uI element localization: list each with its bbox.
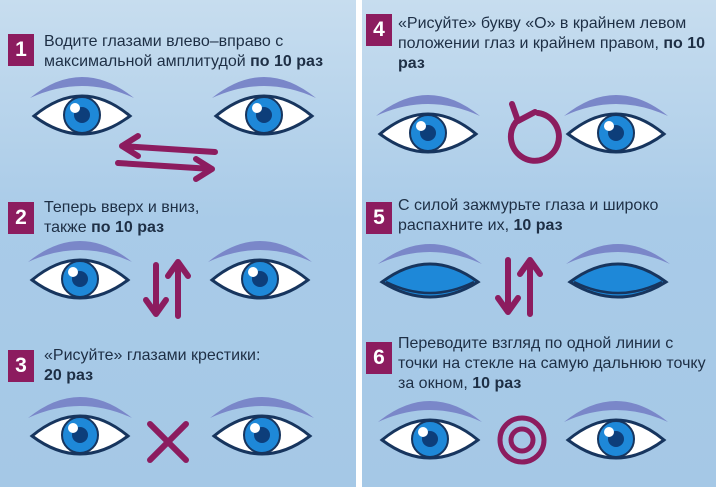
step-number: 2 — [8, 202, 34, 234]
step-text: «Рисуйте» букву «О» в крайнем левом поло… — [398, 14, 708, 74]
step-repetitions: по 10 раз — [91, 219, 165, 236]
step-4-illustration — [374, 93, 670, 164]
step-text: «Рисуйте» глазами крестики: 20 раз — [44, 346, 304, 386]
arrow-up-down-icon — [143, 259, 191, 319]
step-number: 1 — [8, 34, 34, 66]
arrow-up-down-icon — [495, 257, 543, 317]
eye-icon — [206, 239, 314, 300]
eye-icon — [376, 399, 484, 460]
eye-icon — [562, 93, 670, 154]
eye-icon — [374, 93, 482, 154]
step-repetitions: по 10 раз — [398, 35, 706, 72]
eye-icon — [28, 75, 136, 136]
eye-icon — [208, 395, 316, 456]
step-text: Переводите взгляд по одной линии с точки… — [398, 334, 714, 394]
concentric-circles-icon — [497, 415, 547, 465]
step-6: 6 Переводите взгляд по одной линии с точ… — [362, 332, 716, 487]
step-text: Теперь вверх и вниз, также по 10 раз — [44, 198, 244, 238]
step-number: 5 — [366, 202, 392, 234]
step-repetitions: 10 раз — [472, 375, 522, 392]
step-5-illustration — [376, 242, 672, 317]
eye-icon — [210, 75, 318, 136]
step-instruction: Переводите взгляд по одной линии с точки… — [398, 335, 706, 392]
step-6-illustration — [376, 399, 670, 465]
eye-icon — [26, 239, 134, 300]
step-text: С силой зажмурьте глаза и широко распахн… — [398, 196, 698, 236]
cross-icon — [147, 421, 189, 463]
step-2-illustration — [26, 239, 314, 319]
step-4: 4 «Рисуйте» букву «О» в крайнем левом по… — [362, 0, 716, 190]
step-instruction: Водите глазами влево–вправо с максимальн… — [44, 33, 284, 70]
step-instruction: Теперь вверх и вниз, также — [44, 199, 200, 236]
step-3-illustration — [26, 395, 316, 463]
step-number: 6 — [366, 342, 392, 374]
circular-arrow-icon — [507, 101, 562, 164]
step-repetitions: по 10 раз — [250, 53, 324, 70]
closed-eye-icon — [564, 242, 672, 299]
step-instruction: С силой зажмурьте глаза и широко распахн… — [398, 197, 659, 234]
step-5: 5 С силой зажмурьте глаза и широко распа… — [362, 190, 716, 332]
eye-icon — [562, 399, 670, 460]
arrow-left-right-icon — [115, 133, 218, 182]
step-repetitions: 10 раз — [513, 217, 563, 234]
closed-eye-icon — [376, 242, 484, 299]
step-2: 2 Теперь вверх и вниз, также по 10 раз — [0, 190, 356, 332]
step-text: Водите глазами влево–вправо с максимальн… — [44, 32, 344, 72]
step-1-illustration — [28, 75, 318, 182]
step-1: 1 Водите глазами влево–вправо с максимал… — [0, 0, 356, 190]
step-number: 4 — [366, 14, 392, 46]
step-number: 3 — [8, 350, 34, 382]
step-repetitions: 20 раз — [44, 367, 94, 384]
step-instruction: «Рисуйте» букву «О» в крайнем левом поло… — [398, 15, 687, 52]
eye-icon — [26, 395, 134, 456]
step-3: 3 «Рисуйте» глазами крестики: 20 раз — [0, 332, 356, 487]
step-instruction: «Рисуйте» глазами крестики: — [44, 347, 261, 364]
